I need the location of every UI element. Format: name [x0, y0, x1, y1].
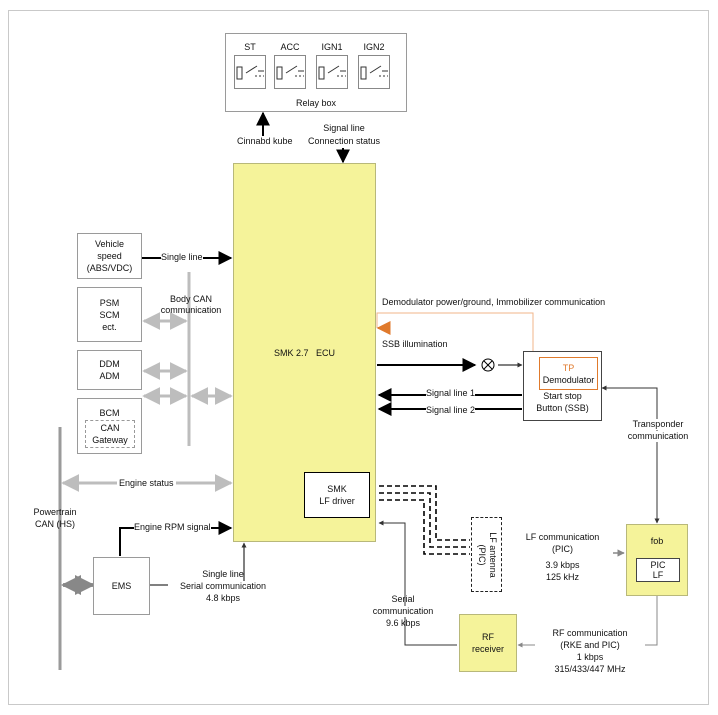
- body-can-label-1: Body CAN: [169, 294, 213, 304]
- lf-line-2: [371, 492, 470, 548]
- ems-serial-label-1: Single line: [202, 569, 244, 579]
- vehicle-speed-box: Vehicle speed (ABS/VDC): [77, 233, 142, 279]
- relay-ign2: IGN2: [355, 40, 393, 96]
- serial-comm-label-3: 9.6 kbps: [385, 618, 421, 628]
- relay-switch-icon: [234, 55, 266, 89]
- relay-label-acc: ACC: [280, 42, 300, 52]
- connection-status-label: Connection status: [307, 136, 381, 146]
- engine-rpm-label: Engine RPM signal: [134, 522, 211, 533]
- lf-comm-label-4: 125 kHz: [545, 572, 580, 582]
- ddm-box: DDM ADM: [77, 350, 142, 390]
- tp-demodulator-box: TP Demodulator: [539, 357, 598, 390]
- ems-box: EMS: [93, 557, 150, 615]
- signal-line-1-label: Signal line 1: [426, 388, 476, 399]
- pic-lf-box: PIC LF: [636, 558, 680, 582]
- relay-switch-icon: [274, 55, 306, 89]
- tp-label: TP: [562, 362, 575, 373]
- cinnabd-kube-label: Cinnabd kube: [237, 136, 293, 146]
- powertrain-label-1: Powertrain: [33, 507, 77, 517]
- transponder-label-1: Transponder: [618, 419, 698, 430]
- ssb-illumination-label: SSB illumination: [382, 339, 448, 349]
- transponder-label-2: communication: [618, 431, 698, 442]
- lf-comm-label-3: 3.9 kbps: [545, 560, 580, 570]
- rf-comm-label-4: 315/433/447 MHz: [554, 664, 626, 674]
- relay-switch-icon: [358, 55, 390, 89]
- relay-box-label: Relay box: [295, 98, 337, 108]
- can-gateway-box: CAN Gateway: [85, 420, 135, 448]
- lf-line-3: [371, 499, 470, 555]
- rf-comm-label-1: RF communication: [535, 628, 645, 639]
- demodulator-line-label: Demodulator power/ground, Immobilizer co…: [382, 297, 606, 307]
- serial-comm-label-1: Serial: [391, 594, 415, 604]
- lf-comm-label-1: LF communication: [525, 532, 600, 542]
- demodulator-label: Demodulator: [542, 374, 595, 385]
- signal-line-2-label: Signal line 2: [426, 405, 476, 416]
- relay-ign1: IGN1: [313, 40, 351, 96]
- relay-st: ST: [231, 40, 269, 96]
- relay-label-ign1: IGN1: [321, 42, 343, 52]
- body-can-label-2: communication: [160, 305, 222, 315]
- signal-line-label: Signal line: [323, 123, 365, 133]
- relay-acc: ACC: [271, 40, 309, 96]
- ems-serial-label-3: 4.8 kbps: [205, 593, 241, 603]
- psm-box: PSM SCM ect.: [77, 287, 142, 342]
- rf-comm-label-3: 1 kbps: [576, 652, 604, 662]
- engine-status-label: Engine status: [117, 478, 176, 489]
- lf-antenna-box: LF antenna (PIC): [471, 517, 502, 592]
- powertrain-label-2: CAN (HS): [35, 519, 75, 529]
- lf-comm-label-2: (PIC): [515, 544, 610, 555]
- lf-line-1: [371, 485, 470, 541]
- serial-comm-label-2: communication: [358, 606, 448, 617]
- ecu-label: SMK 2.7 ECU: [273, 347, 336, 358]
- single-line-label: Single line: [161, 252, 203, 263]
- rf-receiver-box: RF receiver: [459, 614, 517, 672]
- arrow-serial-rf: [378, 520, 457, 646]
- relay-label-ign2: IGN2: [363, 42, 385, 52]
- relay-switch-icon: [316, 55, 348, 89]
- arrow-demodulator: [376, 312, 534, 357]
- arrow-transponder: [601, 385, 660, 524]
- smk-lf-driver: SMK LF driver: [304, 472, 370, 518]
- relay-label-st: ST: [244, 42, 256, 52]
- ems-serial-label-2: Serial communication: [168, 581, 278, 592]
- rf-comm-label-2: (RKE and PIC): [535, 640, 645, 651]
- diagram-frame: [8, 10, 709, 705]
